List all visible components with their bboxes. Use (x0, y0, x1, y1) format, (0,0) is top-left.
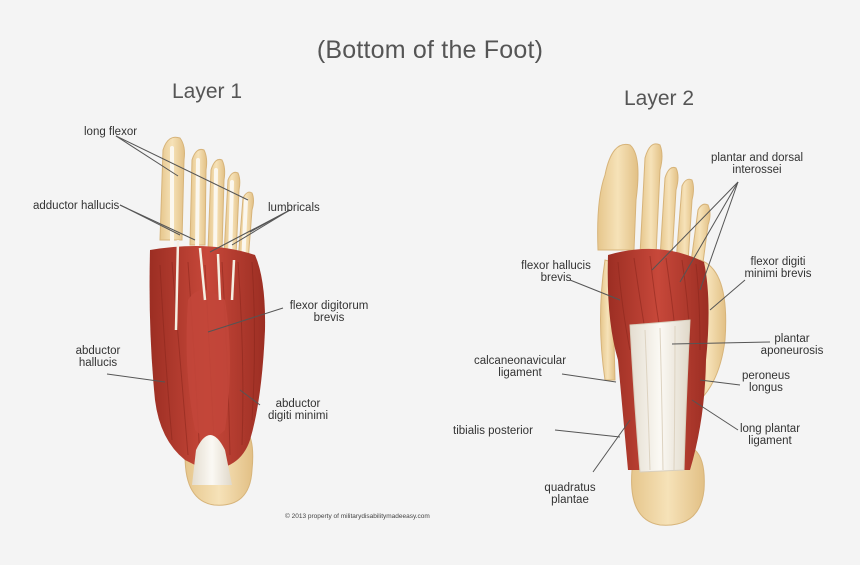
label-calcaneonavicular-line1: calcaneonavicular (462, 355, 578, 367)
label-abductor-digiti-minimi: abductor digiti minimi (260, 398, 336, 422)
label-long-flexor: long flexor (84, 126, 137, 138)
layer1-foot (150, 137, 266, 505)
label-calcaneonavicular-line2: ligament (462, 367, 578, 379)
label-interossei-line2: interossei (702, 164, 812, 176)
label-tibialis-posterior: tibialis posterior (453, 425, 533, 437)
label-abductor-hallucis: abductor hallucis (68, 345, 128, 369)
label-long-plantar-line2: ligament (728, 435, 812, 447)
label-peroneus-longus-line2: longus (734, 382, 798, 394)
layer2-toe-4 (676, 179, 694, 262)
label-long-plantar-line1: long plantar (728, 423, 812, 435)
label-abductor-hallucis-line1: abductor (68, 345, 128, 357)
layer2-toe-3 (660, 167, 678, 258)
layer1-flexor-digitorum-brevis (187, 290, 230, 438)
label-flexor-digiti-minimi-brevis: flexor digiti minimi brevis (738, 256, 818, 280)
label-plantar-aponeurosis-line1: plantar (752, 333, 832, 345)
label-quadratus-plantae-line2: plantae (534, 494, 606, 506)
label-quadratus-plantae: quadratus plantae (534, 482, 606, 506)
label-abductor-digiti-minimi-line1: abductor (260, 398, 336, 410)
label-flexor-digitorum-brevis-line2: brevis (282, 312, 376, 324)
label-quadratus-plantae-line1: quadratus (534, 482, 606, 494)
label-abductor-hallucis-line2: hallucis (68, 357, 128, 369)
label-flexor-hallucis-brevis: flexor hallucis brevis (512, 260, 600, 284)
label-flexor-digitorum-brevis-line1: flexor digitorum (282, 300, 376, 312)
layer2-toe-big (598, 144, 638, 250)
label-abductor-digiti-minimi-line2: digiti minimi (260, 410, 336, 422)
label-flexor-digitorum-brevis: flexor digitorum brevis (282, 300, 376, 324)
label-flexor-hallucis-brevis-line1: flexor hallucis (512, 260, 600, 272)
label-flexor-digiti-minimi-line1: flexor digiti (738, 256, 818, 268)
label-flexor-hallucis-brevis-line2: brevis (512, 272, 600, 284)
label-interossei-line1: plantar and dorsal (702, 152, 812, 164)
label-interossei: plantar and dorsal interossei (702, 152, 812, 176)
label-peroneus-longus-line1: peroneus (734, 370, 798, 382)
label-plantar-aponeurosis: plantar aponeurosis (752, 333, 832, 357)
label-long-plantar-ligament: long plantar ligament (728, 423, 812, 447)
label-peroneus-longus: peroneus longus (734, 370, 798, 394)
label-flexor-digiti-minimi-line2: minimi brevis (738, 268, 818, 280)
label-adductor-hallucis: adductor hallucis (33, 200, 119, 212)
layer2-foot (598, 144, 726, 525)
label-calcaneonavicular-ligament: calcaneonavicular ligament (462, 355, 578, 379)
layer2-toe-2 (640, 144, 662, 255)
copyright-notice: © 2013 property of militarydisabilitymad… (285, 513, 430, 520)
label-plantar-aponeurosis-line2: aponeurosis (752, 345, 832, 357)
label-lumbricals: lumbricals (268, 202, 320, 214)
